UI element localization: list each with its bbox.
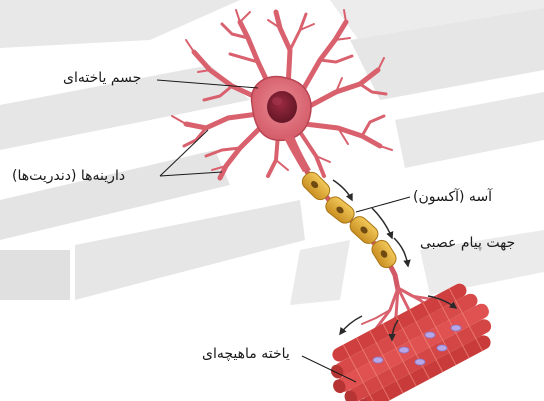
label-axon: آسه (آکسون) — [413, 190, 492, 204]
label-impulse-direction: جهت پیام عصبی — [420, 236, 515, 250]
background-bands — [0, 0, 544, 305]
label-cell-body: جسم یاخته‌ای — [63, 71, 141, 85]
label-dendrites: دارینه‌ها (دندریت‌ها) — [12, 169, 125, 183]
label-muscle-cell: یاخته ماهیچه‌ای — [202, 347, 290, 361]
nucleus — [267, 91, 297, 123]
